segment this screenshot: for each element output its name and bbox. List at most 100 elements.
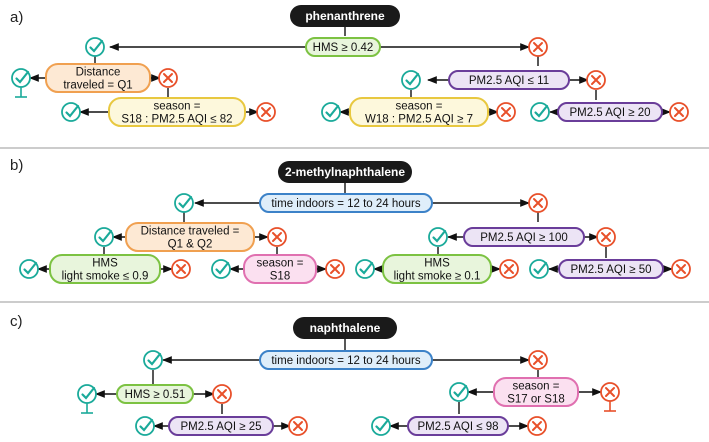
panel-c-node-r1: season =S17 or S18	[493, 377, 579, 407]
panel-b-node-r2-label: HMS	[424, 258, 450, 270]
panel-label: c)	[10, 313, 23, 330]
panel-c-node-l2: PM2.5 AQI ≥ 25	[168, 416, 274, 436]
panel-a-title-label: phenanthrene	[305, 9, 385, 23]
check-icon	[135, 416, 155, 436]
cross-icon	[600, 382, 620, 412]
cross-icon	[528, 350, 548, 370]
cross-icon	[528, 193, 548, 213]
cross-icon	[527, 416, 547, 436]
panel-b-node-l3-box	[243, 254, 317, 284]
cross-icon	[212, 384, 232, 404]
panel-a-node-r1-label: PM2.5 AQI ≤ 11	[469, 75, 549, 87]
panel-a-node-r2-box	[349, 97, 489, 127]
panel-a-node-l2-box	[108, 97, 246, 127]
cross-icon	[288, 416, 308, 436]
panel-b-node-r3-box	[558, 259, 664, 279]
panel-b-node-l1-label: Q1 & Q2	[168, 239, 213, 251]
cross-icon	[171, 259, 191, 279]
panel-c-node-l2-label: PM2.5 AQI ≥ 25	[180, 421, 261, 433]
check-icon	[211, 259, 231, 279]
panel-a-node-r3-box	[557, 102, 663, 122]
panel-b-node-root: time indoors = 12 to 24 hours	[259, 193, 433, 213]
panel-b-node-r3: PM2.5 AQI ≥ 50	[558, 259, 664, 279]
panel-a-node-r3: PM2.5 AQI ≥ 20	[557, 102, 663, 122]
panel-c-title: naphthalene	[293, 317, 397, 339]
cross-icon	[496, 102, 516, 122]
cross-icon	[256, 102, 276, 122]
panel-c-node-root-box	[259, 350, 433, 370]
panel-c-node-r2-box	[407, 416, 509, 436]
panel-b-node-l3-label: season =	[257, 258, 304, 270]
panel-b-node-root-label: time indoors = 12 to 24 hours	[271, 198, 421, 210]
panel-a-node-r1-box	[448, 70, 570, 90]
cross-icon	[325, 259, 345, 279]
cross-icon	[596, 227, 616, 247]
cross-icon	[267, 227, 287, 247]
panel-c-node-r1-label: S17 or S18	[507, 394, 565, 406]
check-icon	[85, 37, 105, 57]
check-icon	[19, 259, 39, 279]
panel-a-node-r2: season =W18 : PM2.5 AQI ≥ 7	[349, 97, 489, 127]
panel-b-title: 2-methylnaphthalene	[278, 161, 412, 183]
check-icon	[529, 259, 549, 279]
panel-c-node-root-label: time indoors = 12 to 24 hours	[271, 355, 421, 367]
panel-b-node-l2-label: HMS	[92, 258, 118, 270]
panel-b-node-r1-label: PM2.5 AQI ≥ 100	[480, 232, 568, 244]
panel-c-node-l1-box	[116, 384, 194, 404]
cross-icon	[528, 37, 548, 57]
panel-a-node-l1-label: traveled = Q1	[63, 80, 132, 92]
panel-a-node-root-box	[305, 37, 381, 57]
check-icon	[77, 384, 97, 414]
panel-c-node-r1-label: season =	[513, 381, 560, 393]
check-icon	[401, 70, 421, 90]
panel-label: b)	[10, 157, 23, 174]
panel-a-node-r3-label: PM2.5 AQI ≥ 20	[569, 107, 650, 119]
cross-icon	[158, 68, 178, 88]
panel-c-title-label: naphthalene	[310, 321, 381, 335]
panel-b-node-l1: Distance traveled =Q1 & Q2	[125, 222, 255, 252]
panel-c-node-r1-box	[493, 377, 579, 407]
check-icon	[61, 102, 81, 122]
cross-icon	[669, 102, 689, 122]
cross-icon	[671, 259, 691, 279]
panel-b-node-l3: season =S18	[243, 254, 317, 284]
panel-c-node-l1: HMS ≥ 0.51	[116, 384, 194, 404]
check-icon	[428, 227, 448, 247]
panel-b-node-r1: PM2.5 AQI ≥ 100	[463, 227, 585, 247]
panel-label: a)	[10, 9, 23, 26]
check-icon	[371, 416, 391, 436]
panel-b-node-l1-label: Distance traveled =	[141, 226, 240, 238]
panel-a-node-l2: season =S18 : PM2.5 AQI ≤ 82	[108, 97, 246, 127]
panel-c-title-box	[293, 317, 397, 339]
panel-c-node-r2-label: PM2.5 AQI ≤ 98	[417, 421, 498, 433]
panel-a-title: phenanthrene	[290, 5, 400, 27]
panel-a-node-l2-label: S18 : PM2.5 AQI ≤ 82	[121, 114, 232, 126]
check-icon	[355, 259, 375, 279]
panel-c-node-r2: PM2.5 AQI ≤ 98	[407, 416, 509, 436]
cross-icon	[586, 70, 606, 90]
panel-b-node-r1-box	[463, 227, 585, 247]
panel-b-node-l2-box	[49, 254, 161, 284]
check-icon	[530, 102, 550, 122]
cross-icon	[499, 259, 519, 279]
panel-b-node-l3-label: S18	[270, 271, 290, 283]
panel-a-title-box	[290, 5, 400, 27]
panel-b-title-label: 2-methylnaphthalene	[285, 165, 405, 179]
panel-b-node-l1-box	[125, 222, 255, 252]
panel-c-node-root: time indoors = 12 to 24 hours	[259, 350, 433, 370]
panel-a-node-r2-label: season =	[396, 101, 443, 113]
panel-a-node-r2-label: W18 : PM2.5 AQI ≥ 7	[365, 114, 473, 126]
check-icon	[449, 382, 469, 402]
panel-a-node-root-label: HMS ≥ 0.42	[313, 42, 374, 54]
check-icon	[143, 350, 163, 370]
panel-c-node-l1-label: HMS ≥ 0.51	[125, 389, 186, 401]
panel-a-node-root: HMS ≥ 0.42	[305, 37, 381, 57]
check-icon	[321, 102, 341, 122]
panel-b-node-root-box	[259, 193, 433, 213]
panel-a-node-l1-box	[45, 63, 151, 93]
panel-b-node-r2-box	[382, 254, 492, 284]
panel-c-node-l2-box	[168, 416, 274, 436]
